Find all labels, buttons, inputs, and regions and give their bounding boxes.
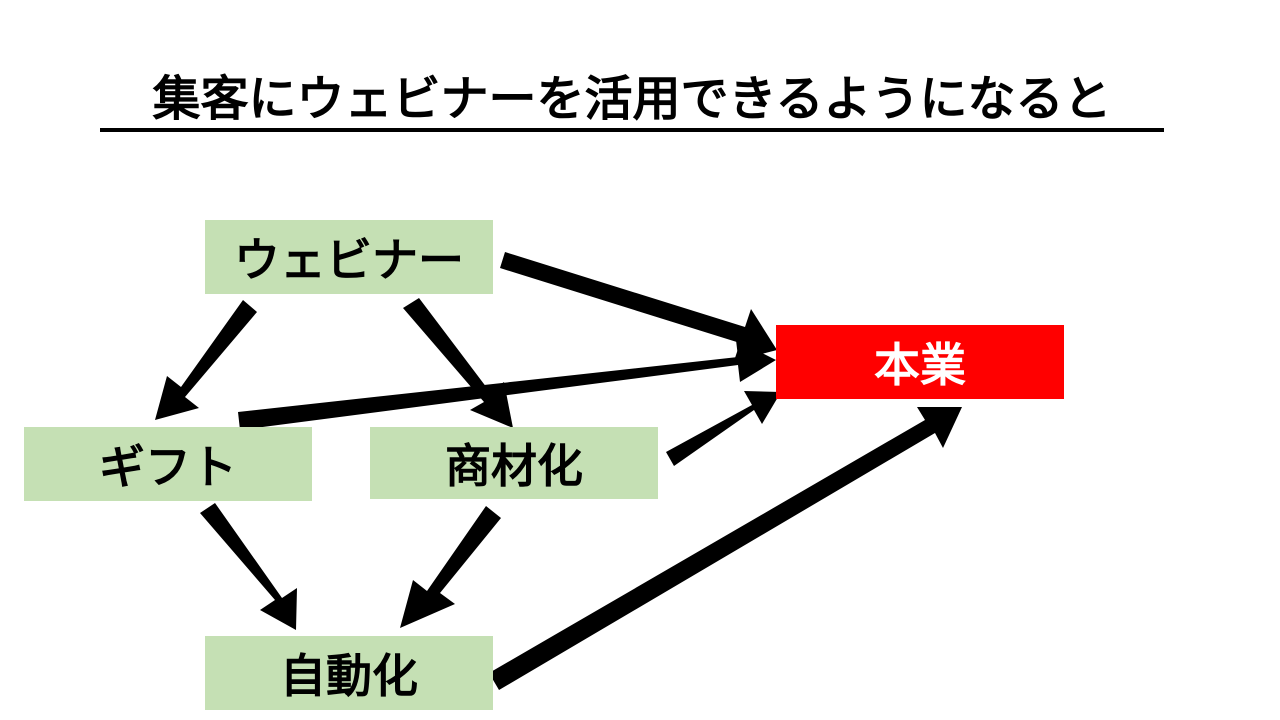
- node-automation: 自動化: [205, 636, 493, 710]
- node-main-business: 本業: [776, 325, 1064, 399]
- arrow-gift-to-main-business: [238, 340, 776, 430]
- node-gift-label: ギフト: [99, 440, 237, 494]
- node-product: 商材化: [370, 427, 658, 499]
- arrow-webinar-to-product: [403, 298, 513, 428]
- arrow-product-to-main-business: [666, 391, 781, 466]
- node-webinar-label: ウェビナー: [234, 233, 464, 287]
- arrow-webinar-to-main-business: [500, 252, 777, 361]
- arrow-product-to-automation: [400, 506, 501, 628]
- arrow-webinar-to-gift: [155, 300, 257, 420]
- node-webinar: ウェビナー: [205, 220, 493, 294]
- node-product-label: 商材化: [445, 439, 583, 493]
- page-title: 集客にウェビナーを活用できるようになると: [100, 70, 1164, 132]
- node-main-business-label: 本業: [874, 338, 966, 392]
- node-automation-label: 自動化: [280, 649, 418, 703]
- arrow-gift-to-automation: [200, 503, 297, 630]
- node-gift: ギフト: [24, 427, 312, 501]
- arrow-automation-to-main-business: [489, 407, 962, 690]
